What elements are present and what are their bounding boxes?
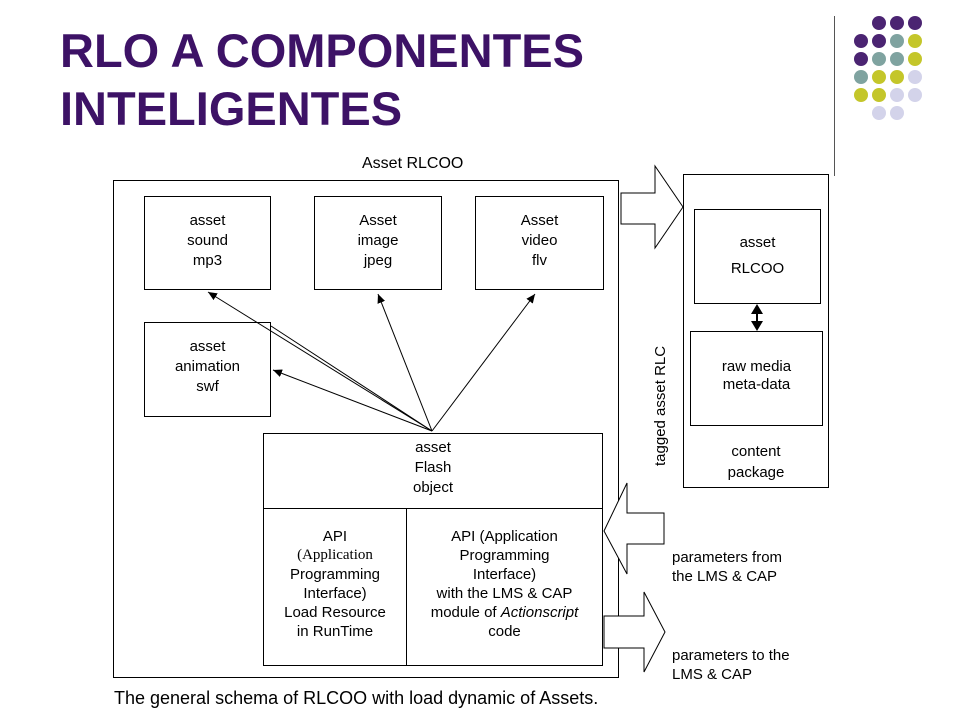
decorative-dot	[872, 52, 886, 66]
outer-box-label: Asset RLCOO	[362, 155, 464, 172]
api-runtime-box	[263, 508, 407, 666]
api-lms-line: Programming	[459, 547, 550, 564]
api-lms-line: with the LMS & CAP	[436, 585, 573, 602]
slide-title: RLO A COMPONENTES INTELIGENTES	[60, 22, 780, 138]
block-arrow-to-package	[620, 164, 684, 250]
api-runtime-line: Programming	[289, 566, 381, 583]
title-line-1: RLO A COMPONENTES	[60, 24, 584, 77]
decorative-dot	[872, 16, 886, 30]
package-asset-line: asset	[739, 234, 776, 251]
api-lms-label: API (Application Programming Interface) …	[406, 527, 603, 641]
api-lms-line: code	[488, 623, 521, 640]
decorative-dot	[872, 34, 886, 48]
actionscript-word: Actionscript	[500, 604, 579, 621]
api-runtime-line: in RunTime	[296, 623, 374, 640]
raw-media-box: raw media meta-data	[690, 331, 823, 426]
arrow-to-image	[377, 293, 433, 432]
decorative-dot	[890, 106, 904, 120]
decorative-dot	[854, 52, 868, 66]
decorative-dot	[890, 34, 904, 48]
api-runtime-line: API	[322, 528, 348, 545]
api-lms-fragment: module of	[430, 604, 501, 621]
decorative-dot	[908, 70, 922, 84]
api-lms-box	[406, 508, 603, 666]
content-package-label: content package	[683, 441, 829, 483]
api-runtime-line: Interface)	[303, 585, 367, 602]
params-from-label: parameters from the LMS & CAP	[672, 548, 782, 586]
asset-image-line: jpeg	[363, 252, 393, 269]
raw-media-line: raw media	[721, 358, 792, 375]
bidirectional-arrow-top	[751, 304, 763, 314]
asset-video-box: Asset video flv	[475, 196, 604, 290]
raw-media-line: meta-data	[722, 376, 791, 393]
diagram-caption: The general schema of RLCOO with load dy…	[114, 688, 599, 708]
asset-animation-box: asset animation swf	[144, 322, 271, 417]
decorative-dot	[890, 88, 904, 102]
api-lms-line: API (Application	[451, 528, 558, 545]
decorative-dot	[908, 16, 922, 30]
asset-animation-line: swf	[196, 378, 219, 395]
decorative-dot	[872, 70, 886, 84]
asset-sound-line: mp3	[192, 252, 223, 269]
decorative-dot-grid	[854, 16, 922, 120]
decorative-dot	[908, 52, 922, 66]
arrow-to-animation	[272, 369, 433, 432]
block-arrow-params-from	[603, 482, 665, 575]
asset-video-line: flv	[532, 252, 547, 269]
params-from-line: the LMS & CAP	[672, 568, 778, 585]
arrow-to-video	[431, 293, 536, 432]
decorative-dot	[890, 52, 904, 66]
api-runtime-label: API (Application Programming Interface) …	[263, 527, 407, 641]
block-arrow-params-to	[603, 591, 666, 673]
decorative-dot	[854, 34, 868, 48]
asset-image-box: Asset image jpeg	[314, 196, 442, 290]
flash-object-line: object	[412, 479, 454, 496]
asset-image-line: image	[357, 232, 399, 249]
api-runtime-line: (Application	[297, 547, 373, 563]
params-from-line: parameters from	[672, 549, 783, 566]
params-to-line: parameters to the	[672, 647, 790, 664]
flash-object-line: Flash	[414, 459, 452, 476]
decorative-dot	[908, 88, 922, 102]
decorative-dot	[854, 70, 868, 84]
decorative-dot	[872, 88, 886, 102]
asset-image-line: Asset	[359, 212, 397, 229]
params-to-line: LMS & CAP	[672, 666, 753, 683]
flash-object-label: asset Flash object	[263, 438, 603, 498]
title-line-2: INTELIGENTES	[60, 82, 403, 135]
api-lms-line: module of Actionscript	[406, 603, 603, 622]
content-package-line: package	[727, 464, 785, 481]
decorative-dot	[872, 106, 886, 120]
asset-animation-line: animation	[174, 358, 241, 375]
decorative-dot	[890, 70, 904, 84]
decorative-dot	[854, 88, 868, 102]
asset-video-line: Asset	[520, 212, 559, 229]
flash-object-line: asset	[415, 439, 451, 456]
params-to-label: parameters to the LMS & CAP	[672, 646, 790, 684]
api-runtime-line: Load Resource	[284, 604, 386, 621]
decorative-dot	[890, 16, 904, 30]
asset-animation-line: asset	[189, 338, 226, 355]
bidirectional-arrow-bottom	[751, 321, 763, 331]
asset-sound-line: asset	[189, 212, 226, 229]
line-to-animation-top	[270, 325, 433, 432]
title-divider-line	[834, 16, 835, 176]
package-asset-line: RLCOO	[730, 260, 785, 277]
package-asset-box: asset RLCOO	[694, 209, 821, 304]
arrow-to-sound	[207, 291, 433, 432]
content-package-line: content	[731, 443, 781, 460]
decorative-dot	[908, 34, 922, 48]
asset-video-line: video	[521, 232, 558, 249]
asset-sound-line: sound	[187, 232, 228, 249]
asset-sound-box: asset sound mp3	[144, 196, 271, 290]
api-lms-line: Interface)	[472, 566, 537, 583]
